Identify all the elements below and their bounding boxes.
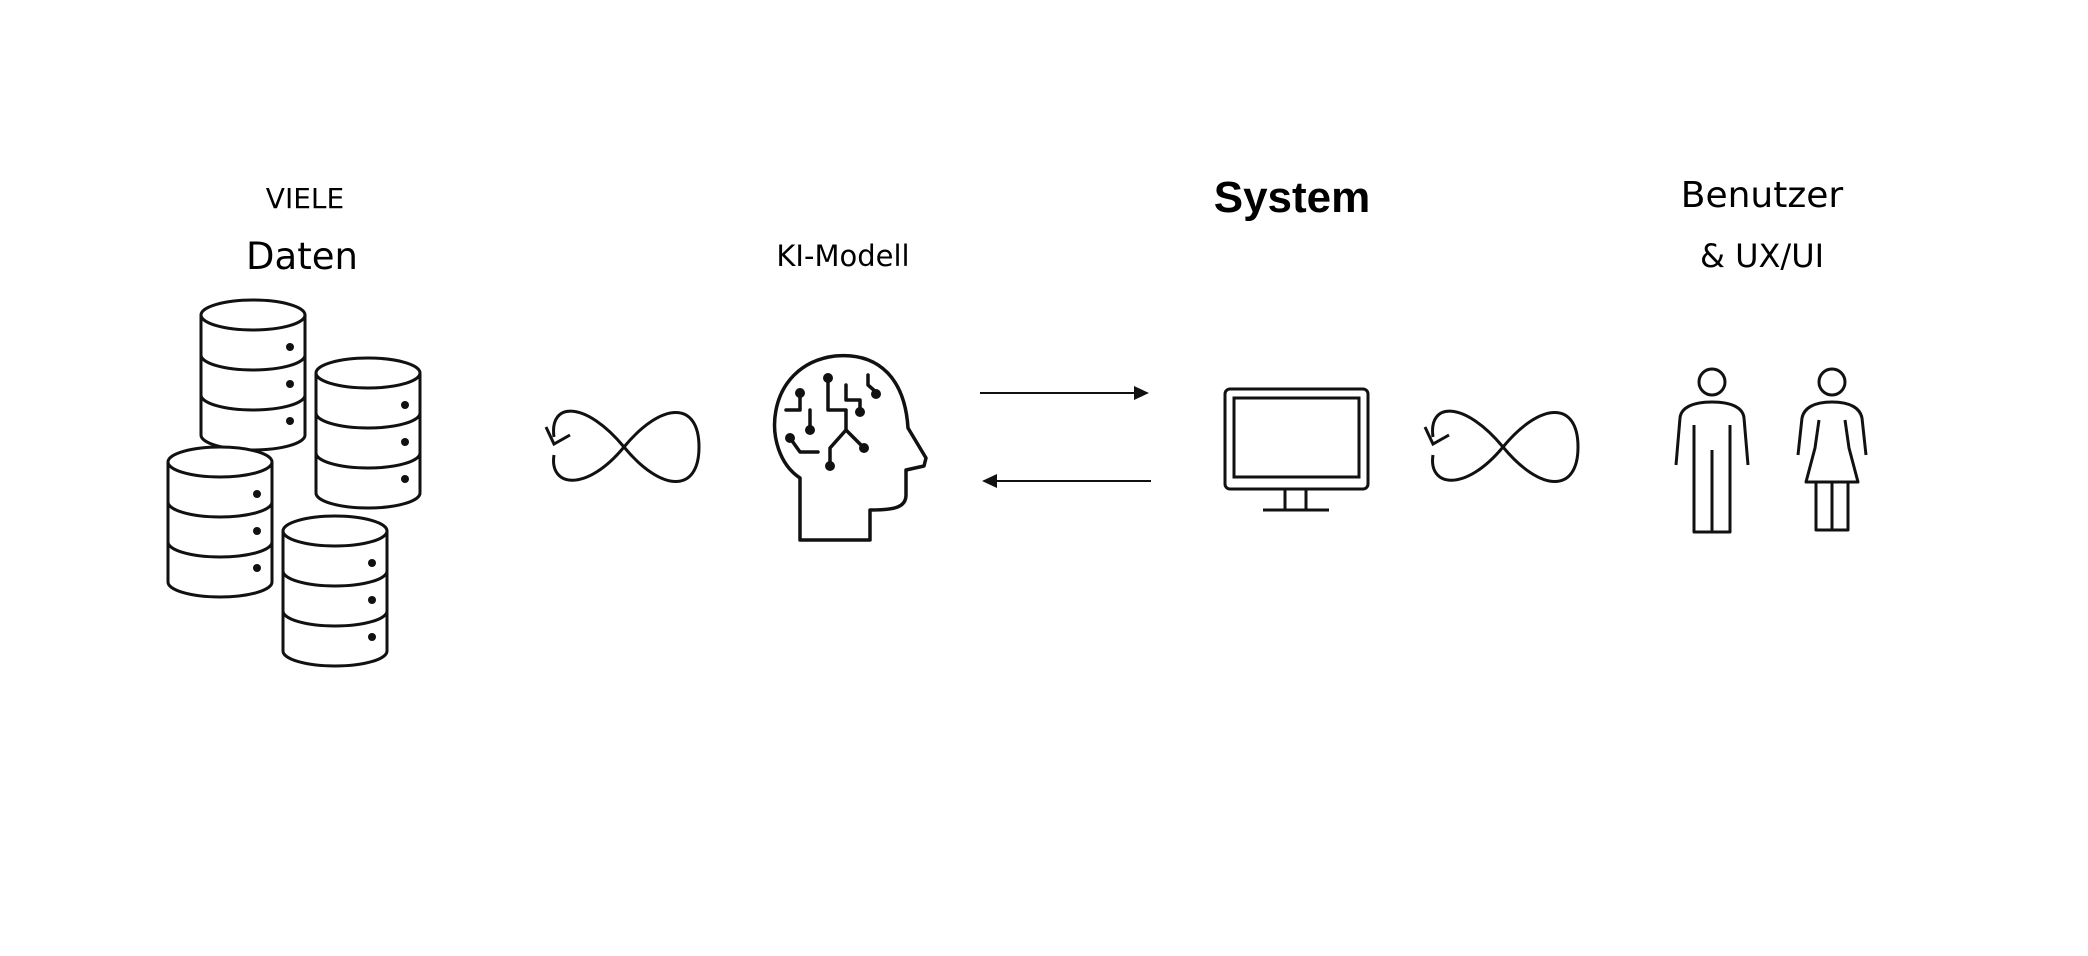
database-cylinder-icon — [199, 298, 307, 452]
arrow-left-icon — [982, 474, 1151, 488]
infinity-loop-icon — [544, 409, 701, 483]
woman-icon — [1796, 367, 1868, 532]
label-system: System — [1213, 173, 1371, 222]
infinity-loop-icon — [1423, 409, 1580, 483]
database-cylinder-icon — [166, 445, 274, 599]
arrow-right-icon — [980, 386, 1149, 400]
label-ki-modell: KI-Modell — [776, 239, 910, 273]
monitor-icon — [1223, 387, 1370, 512]
label-viele: VIELE — [265, 182, 345, 215]
ai-head-circuit-icon — [772, 353, 928, 542]
database-cylinder-icon — [281, 514, 389, 668]
man-and-woman-icon — [1674, 367, 1868, 534]
man-icon — [1674, 367, 1750, 534]
label-daten: Daten — [246, 235, 358, 278]
database-cylinder-icon — [314, 356, 422, 510]
label-ux-ui: & UX/UI — [1699, 237, 1825, 275]
database-stack-icon — [166, 298, 422, 668]
label-benutzer: Benutzer — [1680, 175, 1844, 216]
